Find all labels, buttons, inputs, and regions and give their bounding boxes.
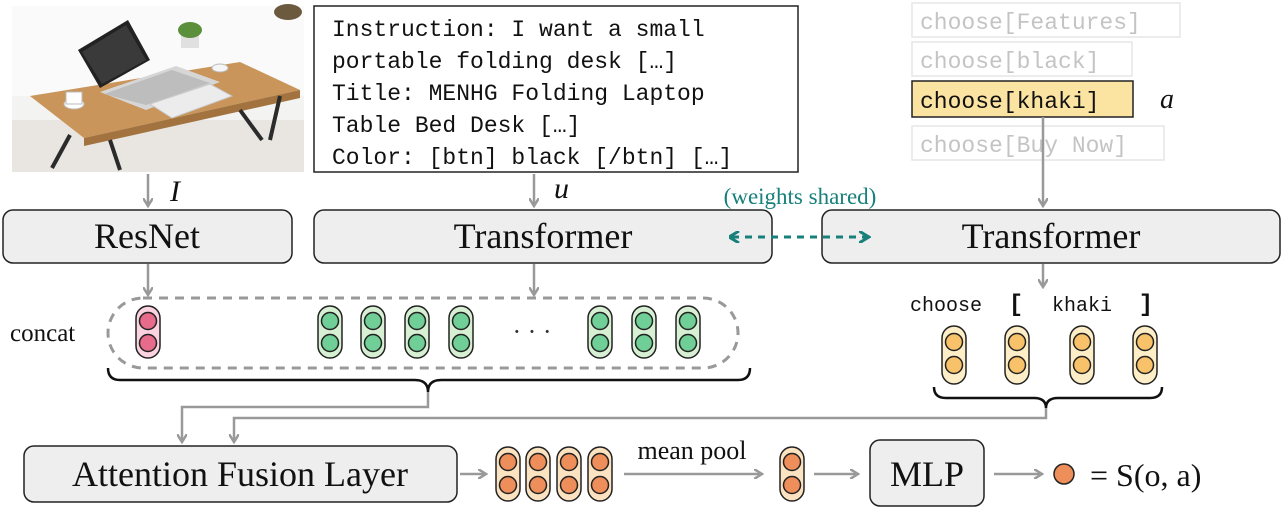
text-line-2: portable folding desk […]	[332, 49, 677, 75]
transformer-right-label: Transformer	[962, 216, 1141, 256]
text-line-5: Color: [btn] black [/btn] […]	[332, 145, 732, 171]
text-feature-cell	[448, 305, 474, 359]
action-feature-cell	[1069, 325, 1095, 385]
text-feature-cell	[360, 305, 386, 359]
transformer-right-box: Transformer	[821, 209, 1281, 264]
concat-group	[106, 296, 740, 370]
action-brace	[932, 386, 1164, 409]
arrow-concat-to-fusion	[182, 392, 430, 440]
fused-feature-cell	[587, 446, 613, 502]
text-line-4: Table Bed Desk […]	[332, 113, 580, 139]
observation-text-panel: Instruction: I want a small portable fol…	[313, 5, 799, 173]
action-item-black: choose[black]	[920, 49, 1099, 75]
attention-fusion-label: Attention Fusion Layer	[72, 454, 408, 494]
fused-feature-cell	[495, 446, 521, 502]
action-token-choose: choose	[910, 295, 982, 318]
pooled-feature-cell	[779, 446, 805, 502]
text-feature-cell	[404, 305, 430, 359]
action-feature-cell	[1004, 325, 1030, 385]
action-token-khaki: khaki	[1052, 295, 1112, 318]
fused-feature-cell	[556, 446, 582, 502]
action-item-buy-now: choose[Buy Now]	[920, 133, 1127, 159]
action-item-khaki: choose[khaki]	[920, 89, 1099, 115]
action-symbol: a	[1160, 84, 1174, 115]
image-feature-cell	[135, 305, 161, 359]
arrow-action-to-fusion	[234, 408, 1048, 440]
text-feature-cell	[631, 305, 657, 359]
weights-shared-label: (weights shared)	[724, 184, 877, 209]
resnet-box: ResNet	[2, 209, 293, 264]
text-feature-cell	[587, 305, 613, 359]
transformer-left-label: Transformer	[454, 216, 633, 256]
transformer-left-box: Transformer	[313, 209, 773, 264]
action-item-features: choose[Features]	[920, 10, 1141, 36]
action-list: choose[Features] choose[black] choose[kh…	[911, 2, 1181, 161]
text-line-1: Instruction: I want a small	[332, 17, 705, 43]
fused-feature-cell	[525, 446, 551, 502]
action-feature-cell	[1132, 325, 1158, 385]
mlp-box: MLP	[869, 439, 985, 507]
action-token-close-bracket: ]	[1139, 292, 1153, 319]
concat-label: concat	[10, 320, 75, 347]
score-cell	[1053, 463, 1075, 485]
text-feature-cell	[675, 305, 701, 359]
selected-action-highlight	[911, 80, 1134, 118]
action-token-open-bracket: [	[1009, 292, 1023, 319]
product-image	[12, 4, 304, 172]
attention-fusion-box: Attention Fusion Layer	[23, 445, 458, 503]
concat-ellipsis: · · ·	[513, 317, 552, 346]
resnet-label: ResNet	[94, 216, 200, 256]
mlp-label: MLP	[890, 454, 964, 494]
concat-brace	[106, 367, 752, 393]
action-feature-cell	[941, 325, 967, 385]
image-symbol: I	[169, 175, 182, 208]
text-symbol: u	[554, 172, 569, 205]
text-feature-cell	[317, 305, 343, 359]
mean-pool-label: mean pool	[637, 436, 746, 465]
text-line-3: Title: MENHG Folding Laptop	[332, 81, 705, 107]
score-label: = S(o, a)	[1090, 457, 1201, 493]
